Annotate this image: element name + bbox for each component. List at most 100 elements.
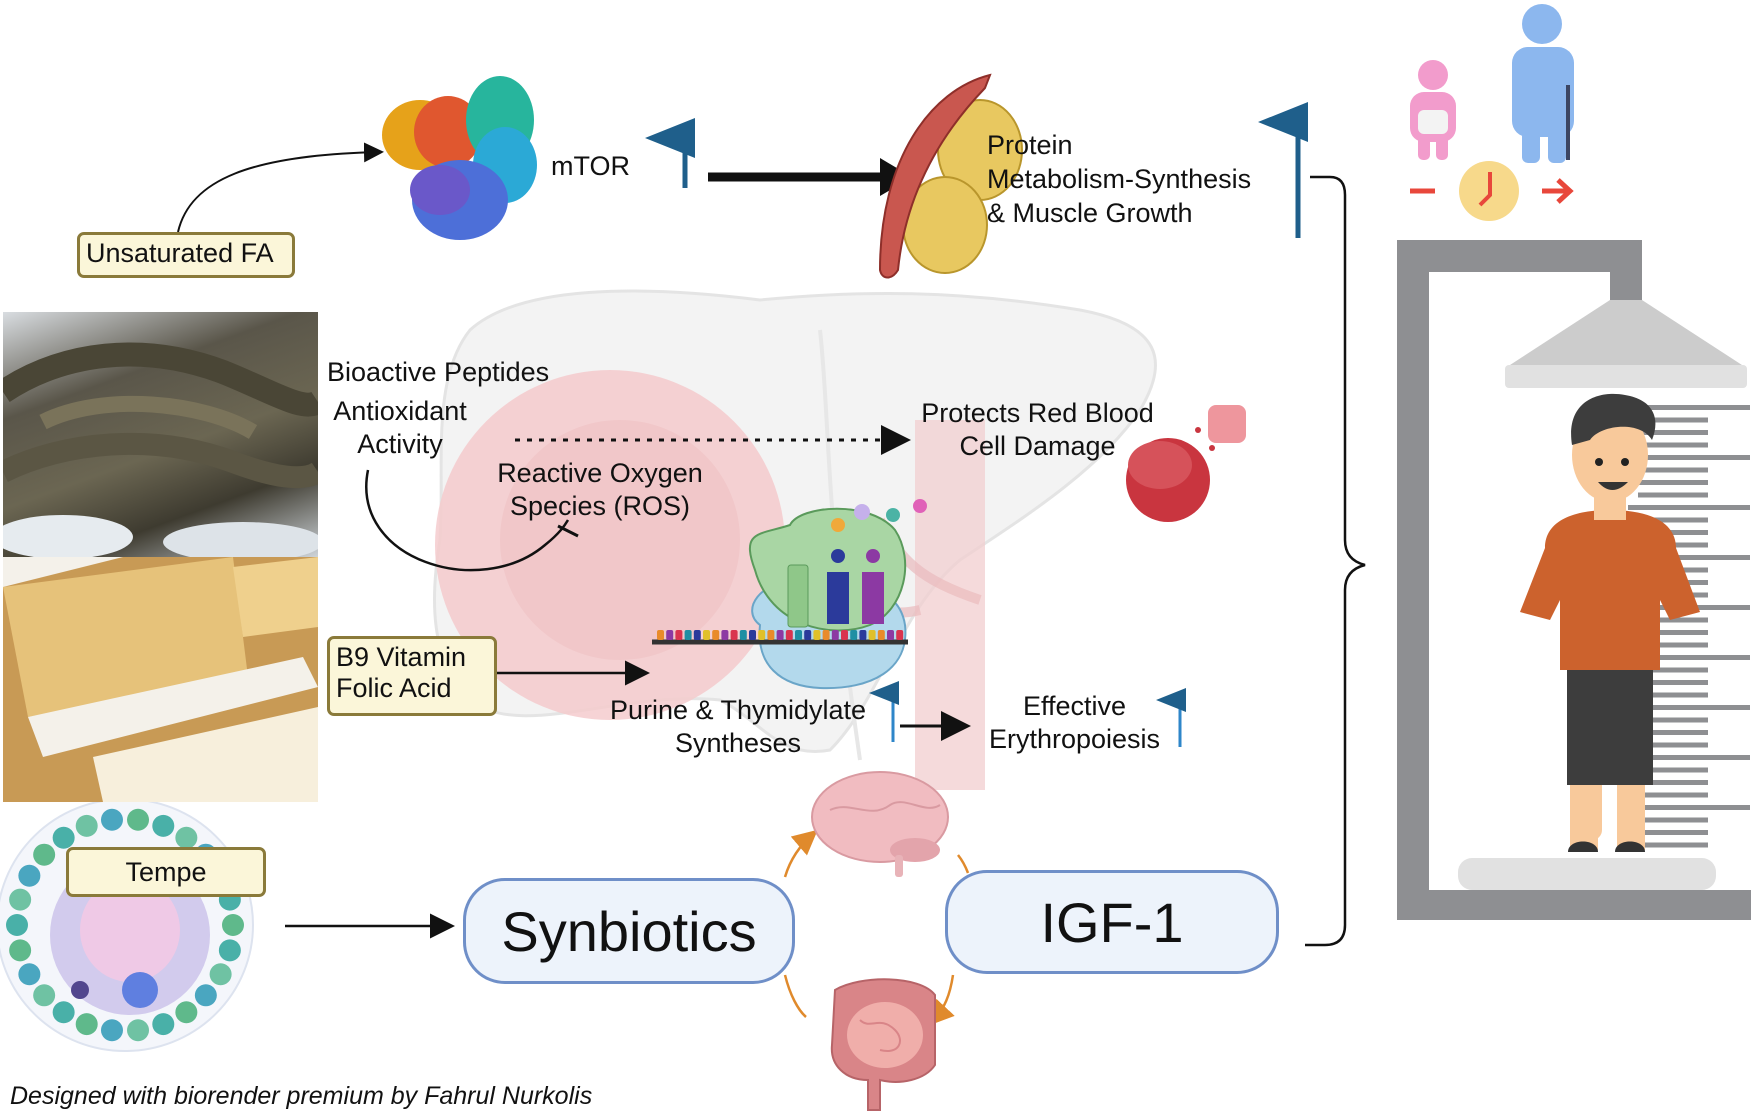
purine-thymidylate-label: Purine & Thymidylate Syntheses xyxy=(609,695,867,758)
codon-block xyxy=(758,630,766,640)
codon-block xyxy=(841,630,848,640)
codon-block xyxy=(721,630,729,640)
epithelial-cell xyxy=(9,888,32,911)
epithelial-cell xyxy=(33,984,56,1007)
codon-block xyxy=(703,630,710,640)
ruler-tick xyxy=(1638,792,1708,798)
brain-icon xyxy=(811,771,949,877)
codon-block xyxy=(739,630,747,640)
ruler-tick xyxy=(1638,780,1708,785)
ruler-tick xyxy=(1638,442,1708,448)
ruler-tick xyxy=(1628,405,1750,410)
codon-block xyxy=(666,630,674,640)
codon-block xyxy=(785,630,793,640)
child-icon xyxy=(1410,60,1456,160)
epithelial-cell xyxy=(127,1019,150,1042)
codon-block xyxy=(749,630,756,640)
erythropoiesis-label: Effective Erythropoiesis xyxy=(988,691,1161,754)
codon-block xyxy=(712,630,720,640)
summary-brace xyxy=(1305,175,1366,947)
ruler-tick xyxy=(1638,730,1708,735)
ruler-tick xyxy=(1638,467,1708,473)
epithelial-cell xyxy=(175,826,198,849)
ruler-tick xyxy=(1638,430,1708,435)
epithelial-cell xyxy=(100,808,123,831)
epithelial-cell xyxy=(52,826,75,849)
ruler-tick xyxy=(1628,705,1750,710)
codon-block xyxy=(887,630,894,640)
boy-figure-icon xyxy=(1520,393,1700,852)
bioactive-peptides-label: Bioactive Peptides xyxy=(327,357,550,387)
ruler-tick xyxy=(1638,742,1708,748)
ruler-tick xyxy=(1628,755,1750,760)
b9-vitamin-label: B9 Vitamin xyxy=(336,642,467,672)
synbiotics-box: Synbiotics xyxy=(463,878,795,984)
codon-block xyxy=(675,630,683,640)
unsaturated-fa-label: Unsaturated FA xyxy=(86,238,274,268)
ruler-tick xyxy=(1638,717,1708,723)
epithelial-cell xyxy=(18,864,41,887)
codon-block xyxy=(730,630,738,640)
mrna-codons xyxy=(657,630,904,640)
epithelial-cell xyxy=(9,939,32,962)
epithelial-cell xyxy=(75,814,98,837)
epithelial-cell xyxy=(194,984,217,1007)
tempe-photo xyxy=(3,557,318,802)
epithelial-cell xyxy=(33,843,56,866)
ruler-tick xyxy=(1638,492,1708,498)
eel-photo xyxy=(3,312,318,557)
epithelial-cell xyxy=(127,808,150,831)
ruler-tick xyxy=(1638,692,1708,698)
ruler-tick xyxy=(1628,505,1750,510)
codon-block xyxy=(877,630,885,640)
b9-vitamin-tag: B9 Vitamin Folic Acid xyxy=(327,636,497,716)
ruler-tick xyxy=(1638,617,1708,623)
clock-icon xyxy=(1459,161,1519,221)
codon-block xyxy=(693,630,701,640)
ruler-tick xyxy=(1628,805,1750,810)
antioxidant-activity-label: Antioxidant Activity xyxy=(333,396,467,459)
synbiotics-label: Synbiotics xyxy=(501,899,757,963)
epithelial-cell xyxy=(18,963,41,986)
ruler-tick xyxy=(1638,630,1708,635)
codon-block xyxy=(684,630,692,640)
codon-block xyxy=(868,630,876,640)
epithelial-cell xyxy=(218,939,241,962)
codon-block xyxy=(767,630,775,640)
ruler-tick xyxy=(1628,655,1750,660)
codon-block xyxy=(850,630,858,640)
mtor-protein-icon xyxy=(382,76,537,240)
epithelial-cell xyxy=(52,1001,75,1024)
codon-block xyxy=(831,630,839,640)
folic-acid-label: Folic Acid xyxy=(336,673,452,703)
codon-block xyxy=(896,630,904,640)
intestine-icon xyxy=(830,978,936,1111)
red-blood-cell-icon xyxy=(1126,405,1246,522)
ruler-tick xyxy=(1638,530,1708,535)
muscle-icon xyxy=(878,73,1023,279)
ros-label: Reactive Oxygen Species (ROS) xyxy=(497,458,703,521)
codon-block xyxy=(822,630,830,640)
ruler-tick xyxy=(1638,642,1708,648)
epithelial-cell xyxy=(100,1019,123,1042)
epithelial-cell xyxy=(75,1013,98,1036)
unsaturated-fa-tag: Unsaturated FA xyxy=(77,232,295,278)
igf1-box: IGF-1 xyxy=(945,870,1279,974)
gut-cells-icon xyxy=(0,798,254,1052)
epithelial-cell xyxy=(175,1001,198,1024)
ruler-tick xyxy=(1638,842,1708,848)
protein-synthesis-label: Protein Metabolism-Synthesis & Muscle Gr… xyxy=(987,130,1252,228)
ruler-tick xyxy=(1638,680,1708,685)
elder-icon xyxy=(1512,4,1574,163)
time-arrow-right xyxy=(1542,178,1574,204)
arrow-fa-to-mtor xyxy=(177,142,384,233)
ruler-tick xyxy=(1628,455,1750,460)
epithelial-cell xyxy=(152,1013,175,1036)
codon-block xyxy=(813,630,821,640)
antioxidant-inhibits-ros-arc xyxy=(365,469,570,572)
codon-block xyxy=(657,630,664,640)
ruler-tick xyxy=(1638,817,1708,823)
arrow-synbiotics-to-brain xyxy=(783,829,818,878)
codon-block xyxy=(859,630,867,640)
ruler-tick xyxy=(1638,767,1708,773)
